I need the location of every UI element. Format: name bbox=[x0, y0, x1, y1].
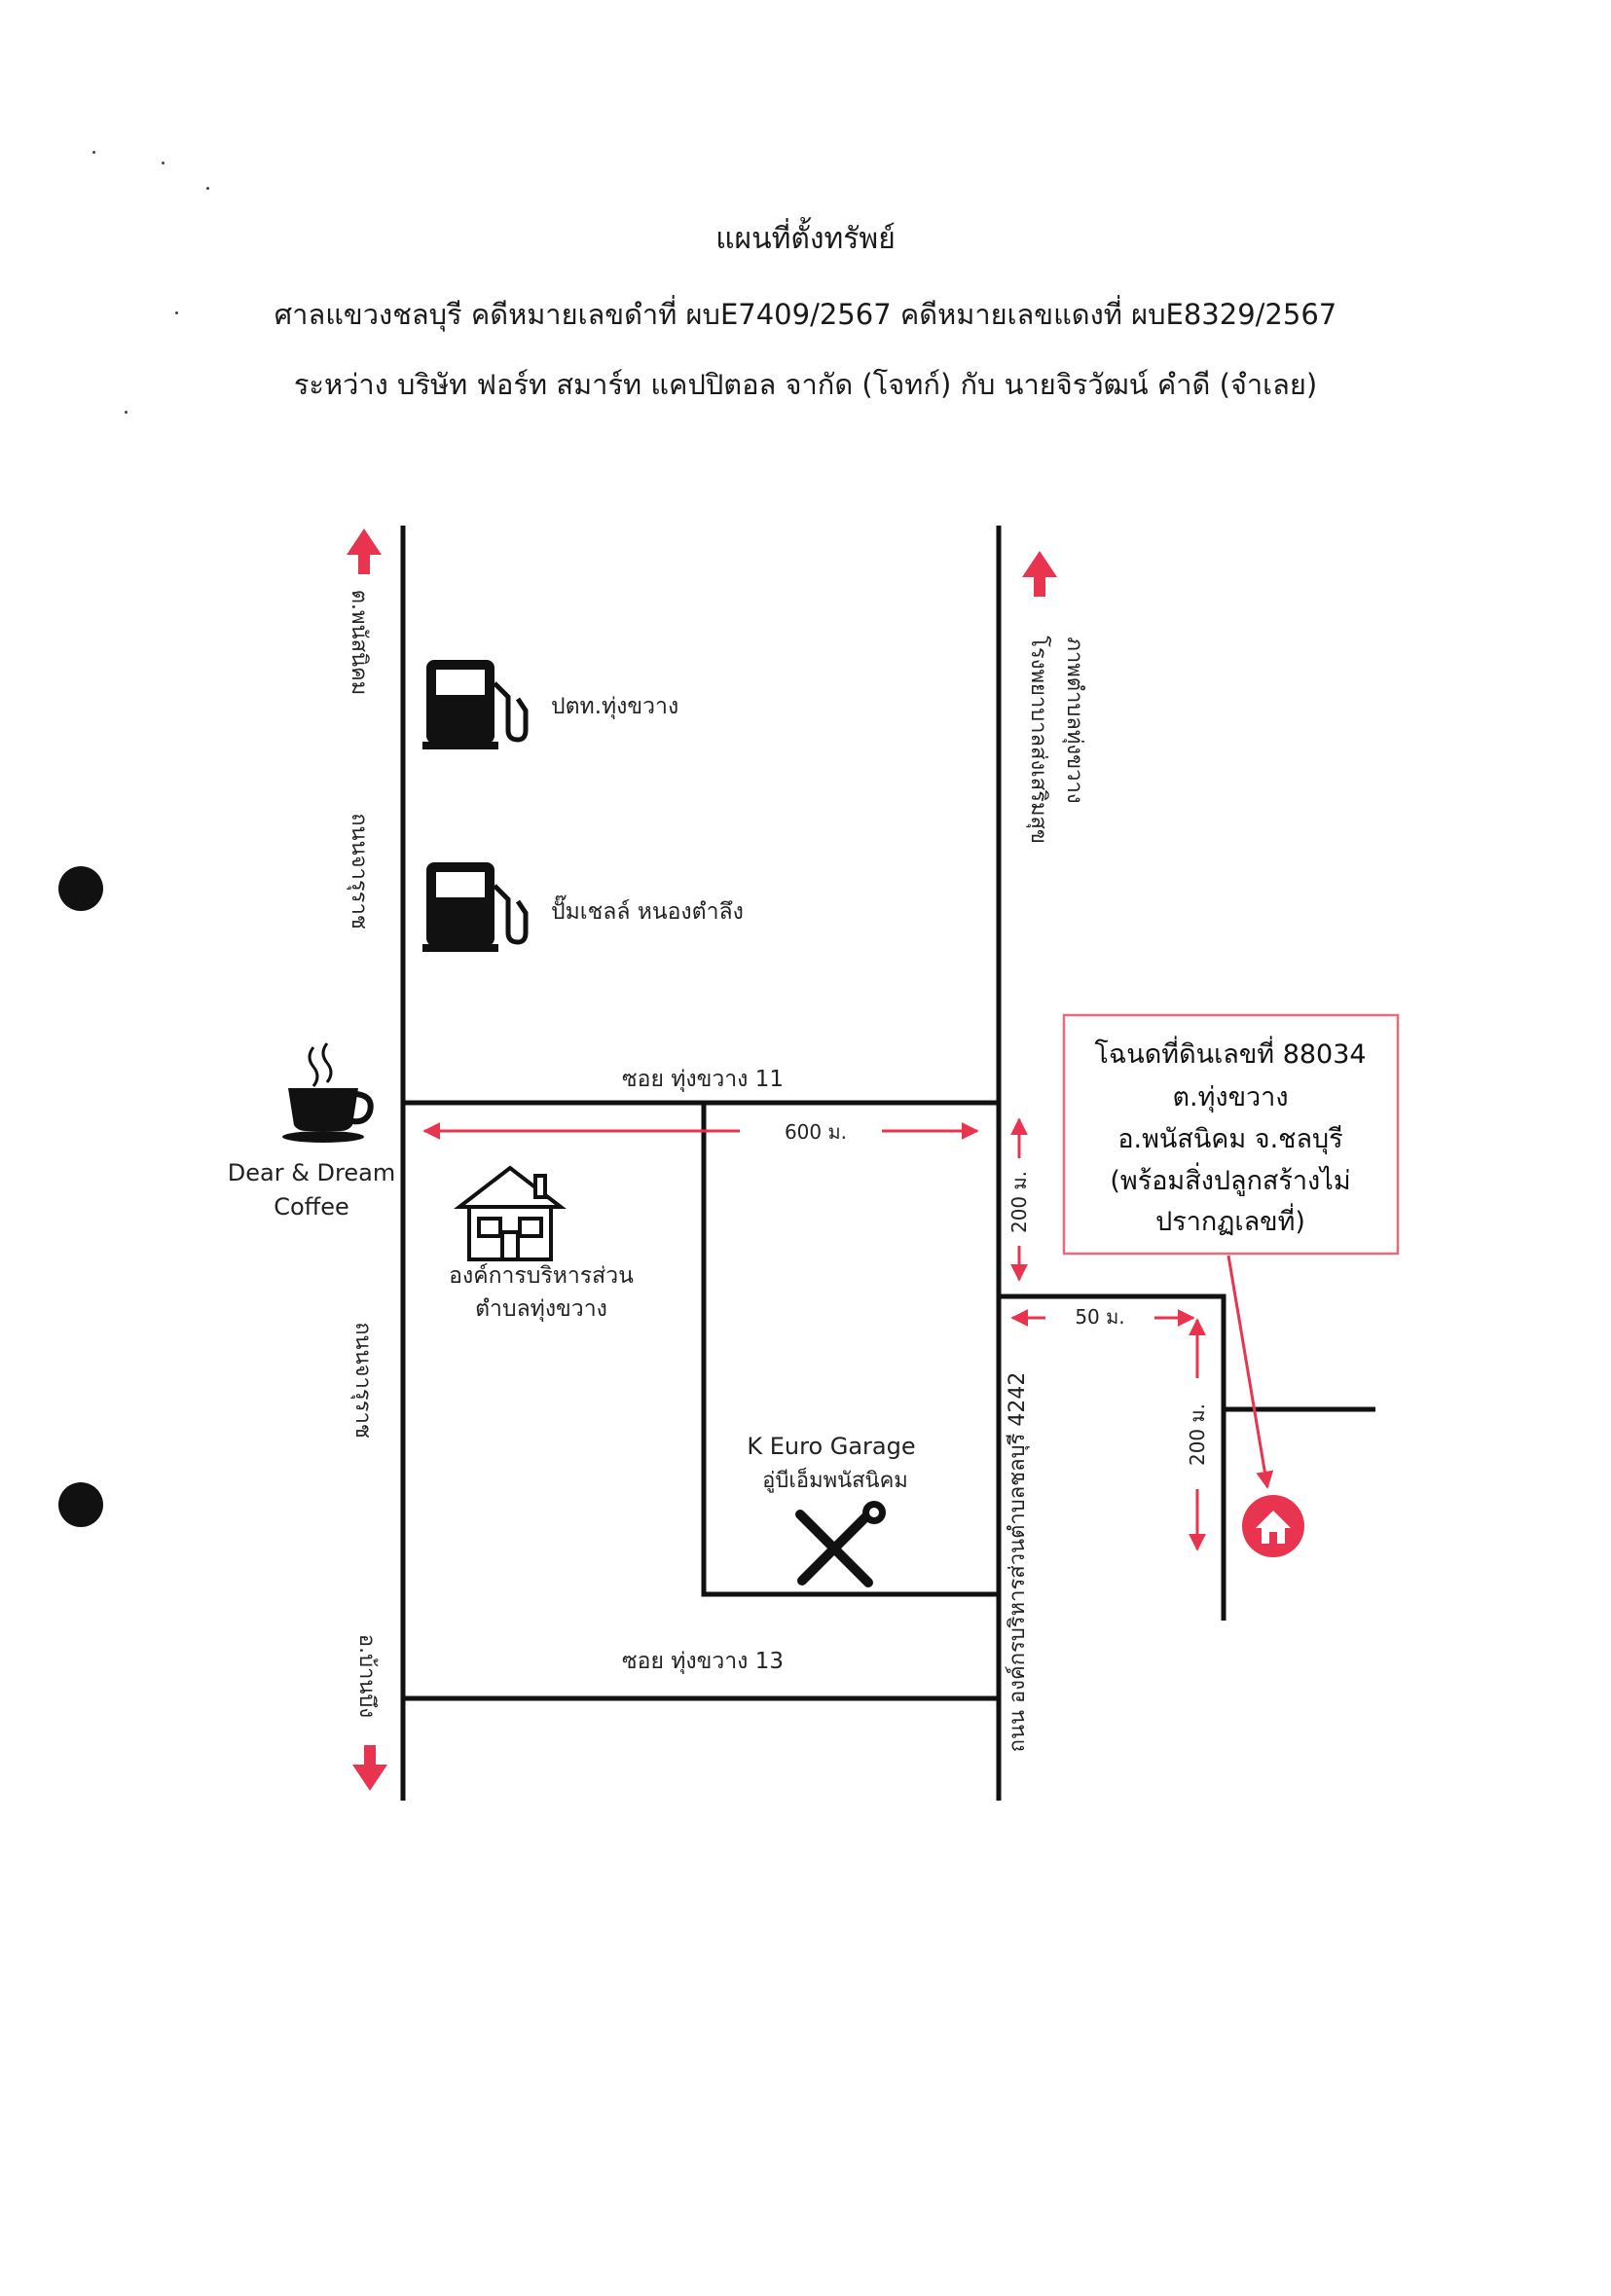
label-chara-rat-upper: ถนนจารุราช bbox=[347, 813, 371, 929]
label-road-4242: ถนน องค์กรบริหารส่วนตำบลชลบุรี 4242 bbox=[1006, 1372, 1030, 1753]
distance-label-200-lane: 200 ม. bbox=[1186, 1403, 1209, 1466]
label-garage-line2: อู่บีเอ็มพนัสนิคม bbox=[762, 1466, 908, 1493]
fuel-pump-icon bbox=[422, 660, 529, 749]
label-to-ban-bueng: อ.บ้านบึง bbox=[354, 1634, 379, 1718]
punch-hole-top bbox=[58, 866, 103, 911]
distance-label-200-road: 200 ม. bbox=[1007, 1171, 1031, 1233]
parties-line: ระหว่าง บริษัท ฟอร์ท สมาร์ท แคปปิตอล จาก… bbox=[293, 368, 1318, 401]
label-shell: ปั๊มเชลล์ หนองตำลึง bbox=[551, 894, 744, 925]
arrow-up-icon bbox=[1022, 551, 1057, 597]
coffee-cup-icon bbox=[282, 1042, 374, 1143]
distance-markers bbox=[422, 1117, 1206, 1551]
deed-line5: ปรากฏเลขที่) bbox=[1155, 1203, 1305, 1237]
label-soi-13: ซอย ทุ่งขวาง 13 bbox=[622, 1649, 784, 1674]
distance-label-600: 600 ม. bbox=[785, 1120, 847, 1144]
arrow-down-icon bbox=[352, 1745, 387, 1791]
deed-line2: ต.ทุ่งขวาง bbox=[1172, 1082, 1288, 1113]
scan-speck bbox=[162, 162, 165, 164]
label-chara-rat-lower: ถนนจารุราช bbox=[350, 1322, 375, 1439]
label-ptt: ปตท.ทุ่งขวาง bbox=[551, 694, 678, 719]
scan-speck bbox=[125, 411, 128, 414]
road-network bbox=[400, 526, 1375, 1801]
road-inner-loop bbox=[701, 1103, 999, 1597]
punch-hole-bottom bbox=[58, 1482, 103, 1527]
label-garage-line1: K Euro Garage bbox=[747, 1433, 915, 1460]
deed-line1: โฉนดที่ดินเลขที่ 88034 bbox=[1094, 1036, 1366, 1070]
arrow-up-icon bbox=[347, 528, 382, 574]
scan-speck bbox=[92, 151, 95, 154]
wrench-screwdriver-icon bbox=[795, 1501, 886, 1587]
deed-info-box: โฉนดที่ดินเลขที่ 88034 ต.ทุ่งขวาง อ.พนัส… bbox=[1062, 1013, 1400, 1256]
home-pin-icon bbox=[1242, 1495, 1304, 1557]
deed-line4: (พร้อมสิ่งปลูกสร้างไม่ bbox=[1110, 1162, 1350, 1196]
deed-line3: อ.พนัสนิคม จ.ชลบุรี bbox=[1117, 1124, 1342, 1155]
deed-pointer-arrow bbox=[1227, 1255, 1274, 1489]
label-hospital-line1: โรงพยาบาลส่งเสริมสุข bbox=[1026, 636, 1051, 844]
label-sao-line2: ตำบลทุ่งขวาง bbox=[475, 1296, 607, 1322]
label-hospital-line2: ภาพตำบลทุ่งขวาง bbox=[1062, 637, 1086, 803]
court-case-line: ศาลแขวงชลบุรี คดีหมายเลขดำที่ ผบE7409/25… bbox=[274, 298, 1337, 331]
label-coffee-line2: Coffee bbox=[274, 1193, 349, 1221]
house-icon bbox=[454, 1165, 567, 1261]
label-to-phanat-nikhom: ต.พนัสนิคม bbox=[347, 590, 371, 696]
scan-speck bbox=[206, 187, 209, 190]
road-property-lane bbox=[999, 1294, 1227, 1621]
distance-label-50: 50 ม. bbox=[1075, 1305, 1124, 1329]
label-coffee-line1: Dear & Dream bbox=[228, 1159, 395, 1186]
fuel-pump-icon bbox=[422, 862, 529, 952]
scan-speck bbox=[175, 311, 178, 314]
label-soi-11: ซอย ทุ่งขวาง 11 bbox=[622, 1067, 784, 1092]
label-sao-line1: องค์การบริหารส่วน bbox=[449, 1262, 634, 1289]
page-title: แผนที่ตั้งทรัพย์ bbox=[715, 222, 896, 256]
direction-arrows bbox=[347, 528, 1057, 1791]
